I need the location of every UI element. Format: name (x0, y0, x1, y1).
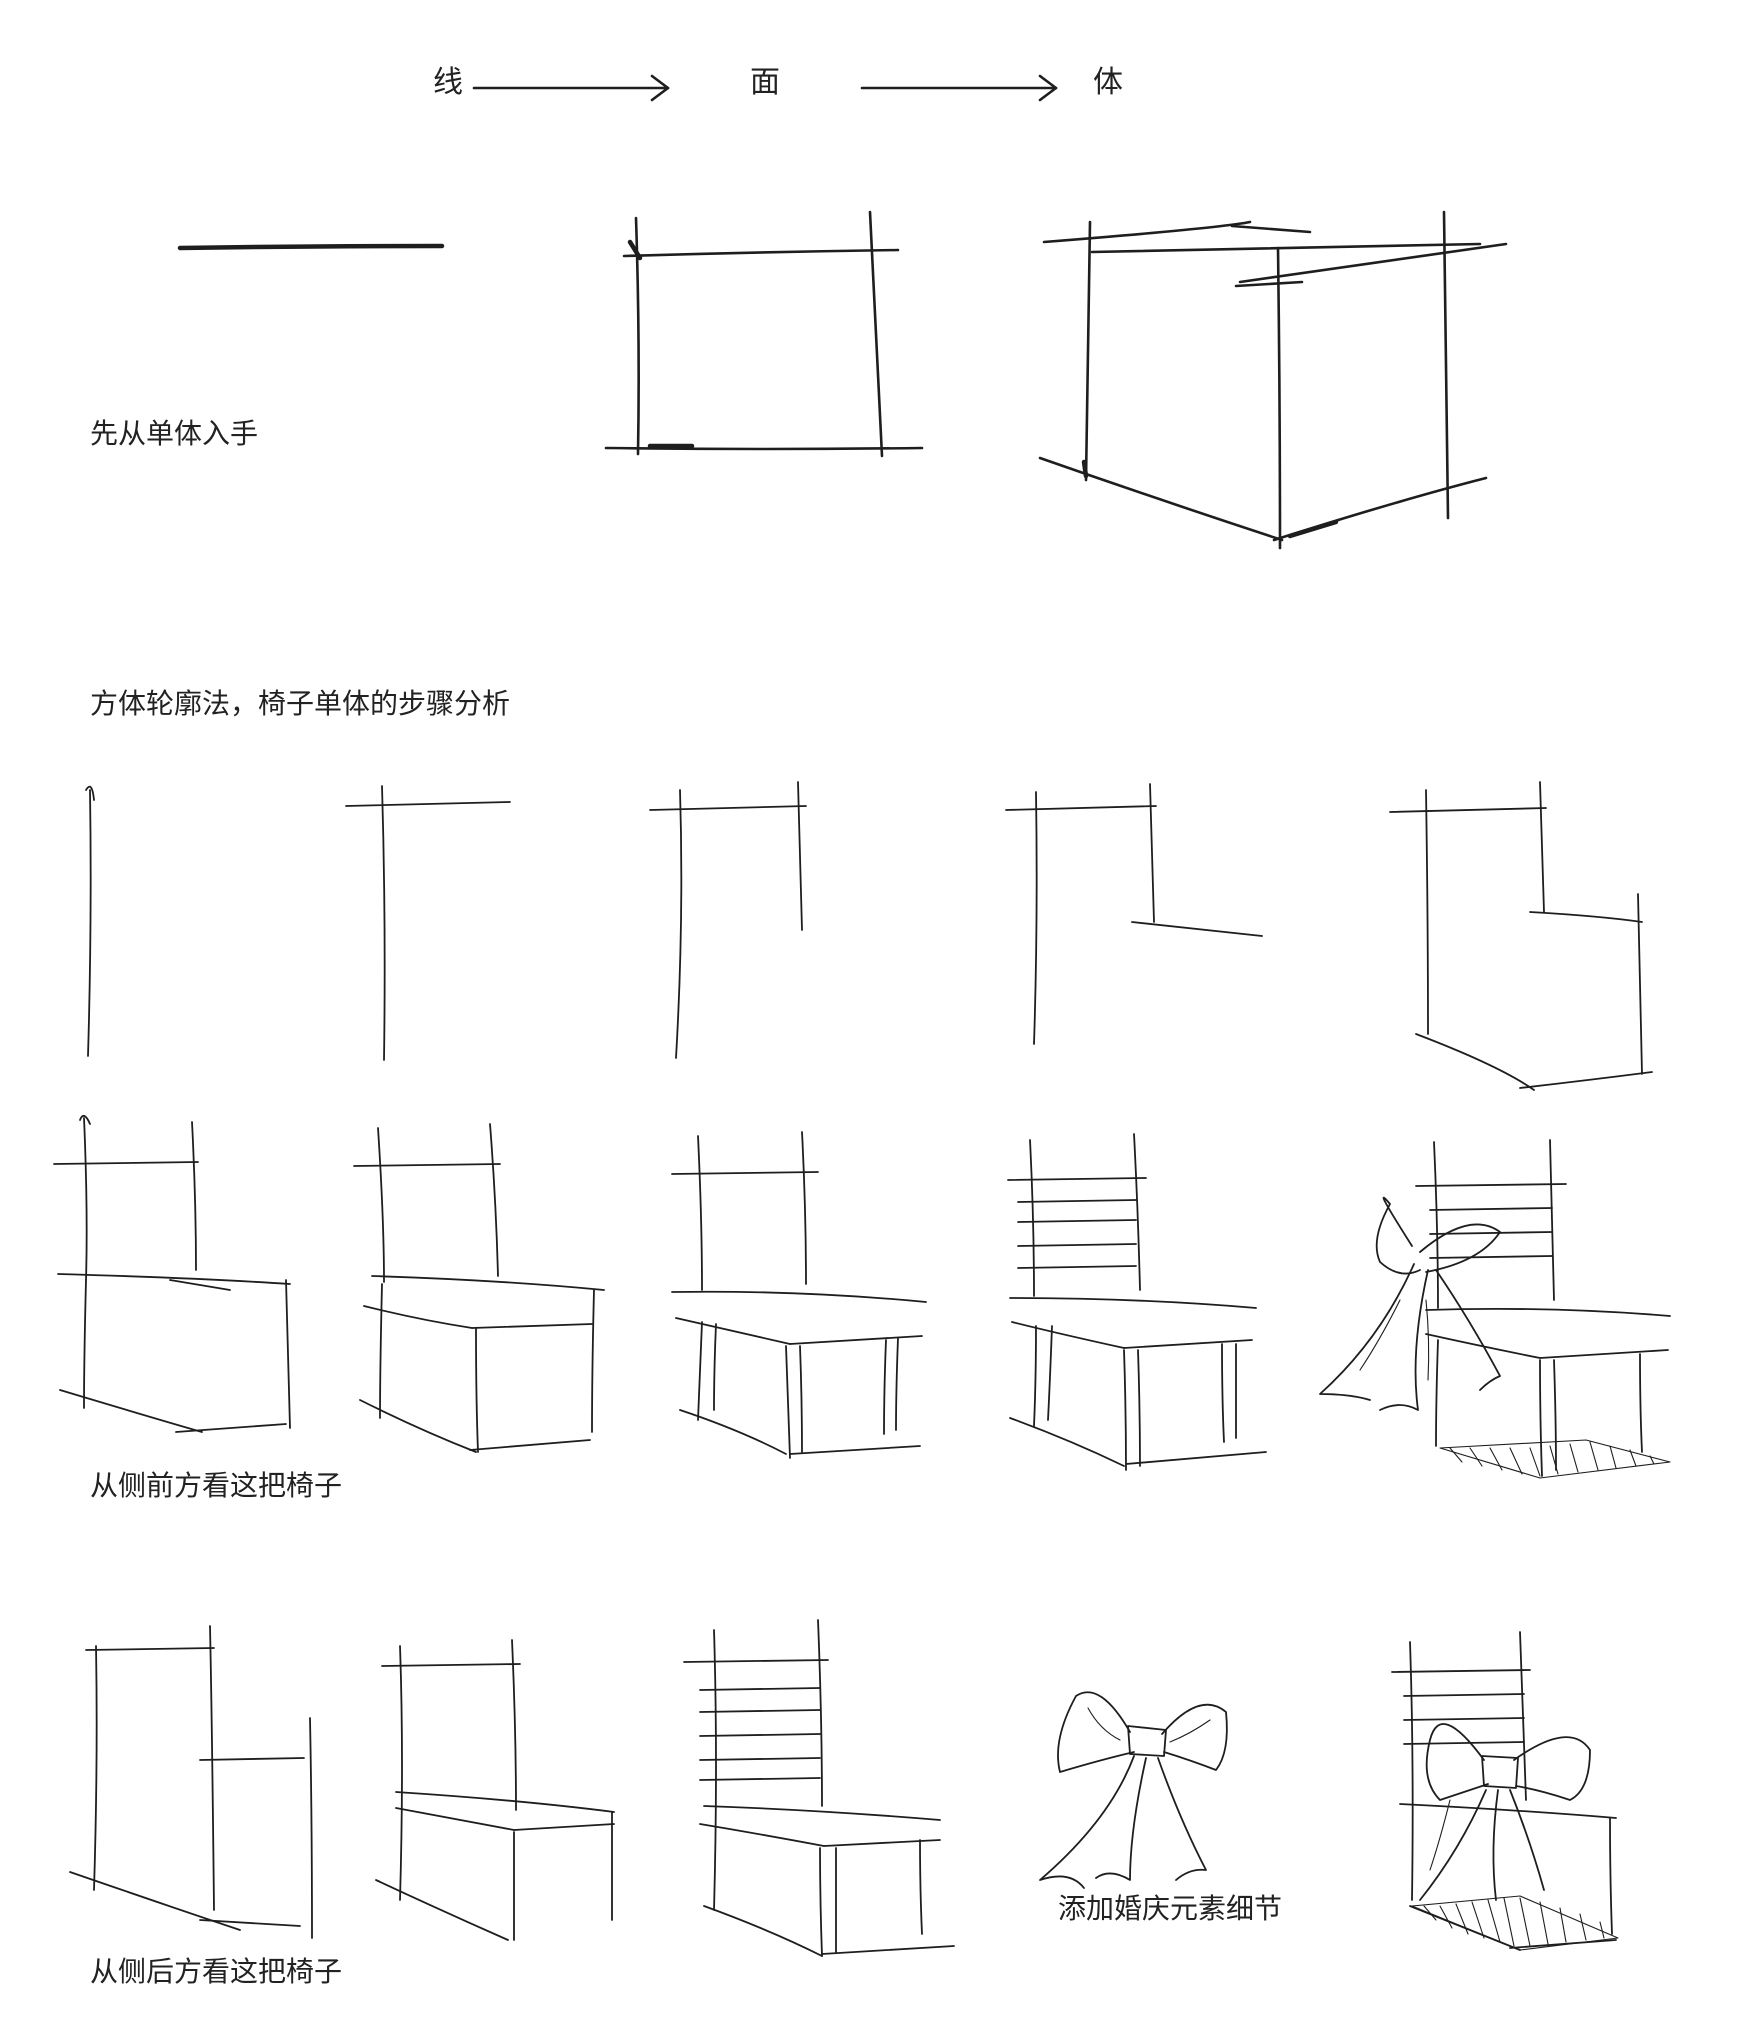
front-view-step-1 (53, 1114, 291, 1433)
flow-word-solid: 体 (1093, 65, 1123, 100)
caption-back-side-view: 从侧后方看这把椅子 (90, 1955, 343, 1988)
flow-word-face: 面 (750, 65, 780, 100)
demo-square (604, 210, 924, 458)
caption-method-title: 方体轮廓法，椅子单体的步骤分析 (90, 687, 511, 720)
flow-arrow-2 (860, 74, 1058, 102)
front-view-step-2 (353, 1123, 605, 1453)
demo-cube (1038, 210, 1508, 550)
flow-word-line: 线 (433, 65, 463, 100)
step-3-two-posts (649, 781, 807, 1059)
caption-start-single: 先从单体入手 (90, 417, 259, 450)
step-1-single-line (85, 785, 95, 1057)
demo-line (177, 243, 445, 251)
back-view-step-2 (375, 1639, 615, 1941)
back-view-wedding-chair (1391, 1631, 1619, 1951)
caption-front-side-view: 从侧前方看这把椅子 (90, 1469, 343, 1502)
bow-detail (1039, 1691, 1228, 1889)
front-view-step-4 (1007, 1133, 1267, 1471)
caption-wedding-detail: 添加婚庆元素细节 (1058, 1892, 1283, 1925)
front-view-step-3 (671, 1131, 927, 1459)
back-view-step-1 (69, 1625, 313, 1939)
back-view-step-3 (683, 1619, 955, 1957)
step-2-corner (345, 785, 511, 1061)
front-view-step-5-wedding-chair (1319, 1139, 1671, 1479)
step-5-box-outline (1389, 781, 1653, 1091)
flow-arrow-1 (472, 74, 670, 102)
step-4-seat-line (1005, 783, 1263, 1045)
